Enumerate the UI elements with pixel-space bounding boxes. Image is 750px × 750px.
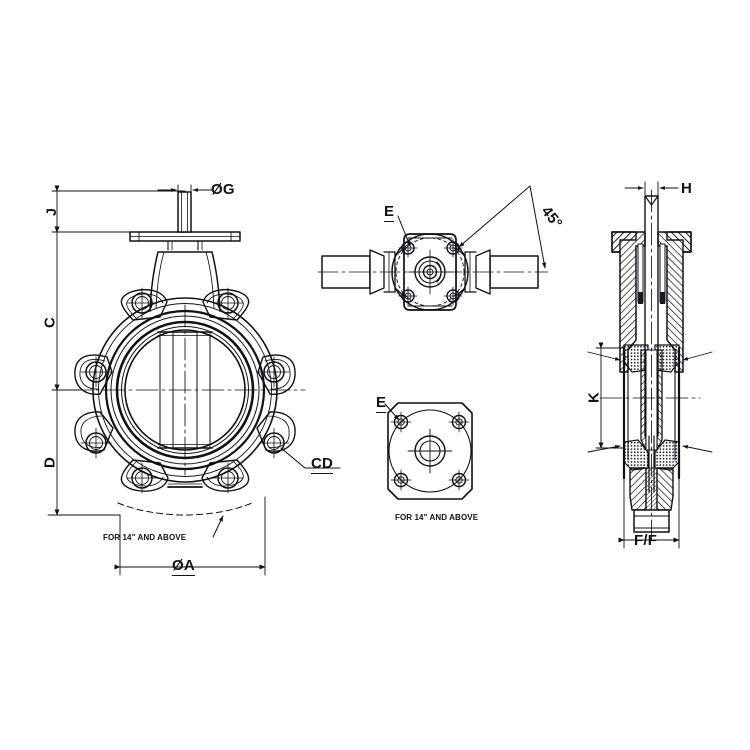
pad-centre-hub	[407, 428, 453, 474]
stem-neck-and-pad	[129, 191, 241, 312]
label-dia-A-text: ØA	[172, 557, 195, 576]
label-FF: F/F	[634, 532, 658, 549]
label-E-pad-text: E	[376, 394, 387, 413]
label-CD: CD	[311, 455, 334, 474]
section-centerlines	[599, 189, 701, 541]
label-E-pad: E	[376, 394, 387, 413]
label-D: D	[41, 456, 59, 469]
label-H: H	[681, 180, 693, 197]
mounting-pad-view-geometry	[384, 402, 473, 500]
dim-FF	[618, 469, 680, 549]
leader-CD	[280, 447, 341, 469]
front-view-centerlines	[69, 304, 306, 476]
top-plan-view-geometry	[317, 185, 549, 311]
pad-bolt-holes	[390, 411, 470, 491]
dim-dia-G	[157, 184, 213, 201]
optional-lug-dashed-arc	[117, 483, 253, 516]
section-view-geometry	[587, 181, 713, 549]
dim-dia-A	[114, 496, 266, 576]
leader-note-front	[212, 515, 224, 538]
section-lower-boss	[629, 467, 674, 533]
label-E-top: E	[384, 203, 395, 222]
dim-H	[624, 181, 679, 201]
label-J: J	[43, 208, 59, 216]
label-CD-text: CD	[311, 455, 334, 474]
label-K: K	[585, 391, 603, 404]
label-note-pad: FOR 14" AND ABOVE	[395, 513, 479, 522]
label-C: C	[41, 316, 59, 329]
label-dia-G: ØG	[211, 181, 235, 198]
lug-bolt-holes	[80, 287, 290, 494]
label-dia-A: ØA	[172, 557, 195, 576]
pad-E-leader	[384, 403, 400, 421]
label-E-top-text: E	[384, 203, 395, 222]
front-view-dimensions	[47, 184, 341, 576]
section-dimensions	[587, 181, 713, 549]
label-note-front: FOR 14" AND ABOVE	[103, 533, 187, 542]
front-view-geometry	[47, 184, 341, 576]
section-seat-lower	[623, 439, 680, 471]
top-view-dimensions	[397, 185, 547, 269]
